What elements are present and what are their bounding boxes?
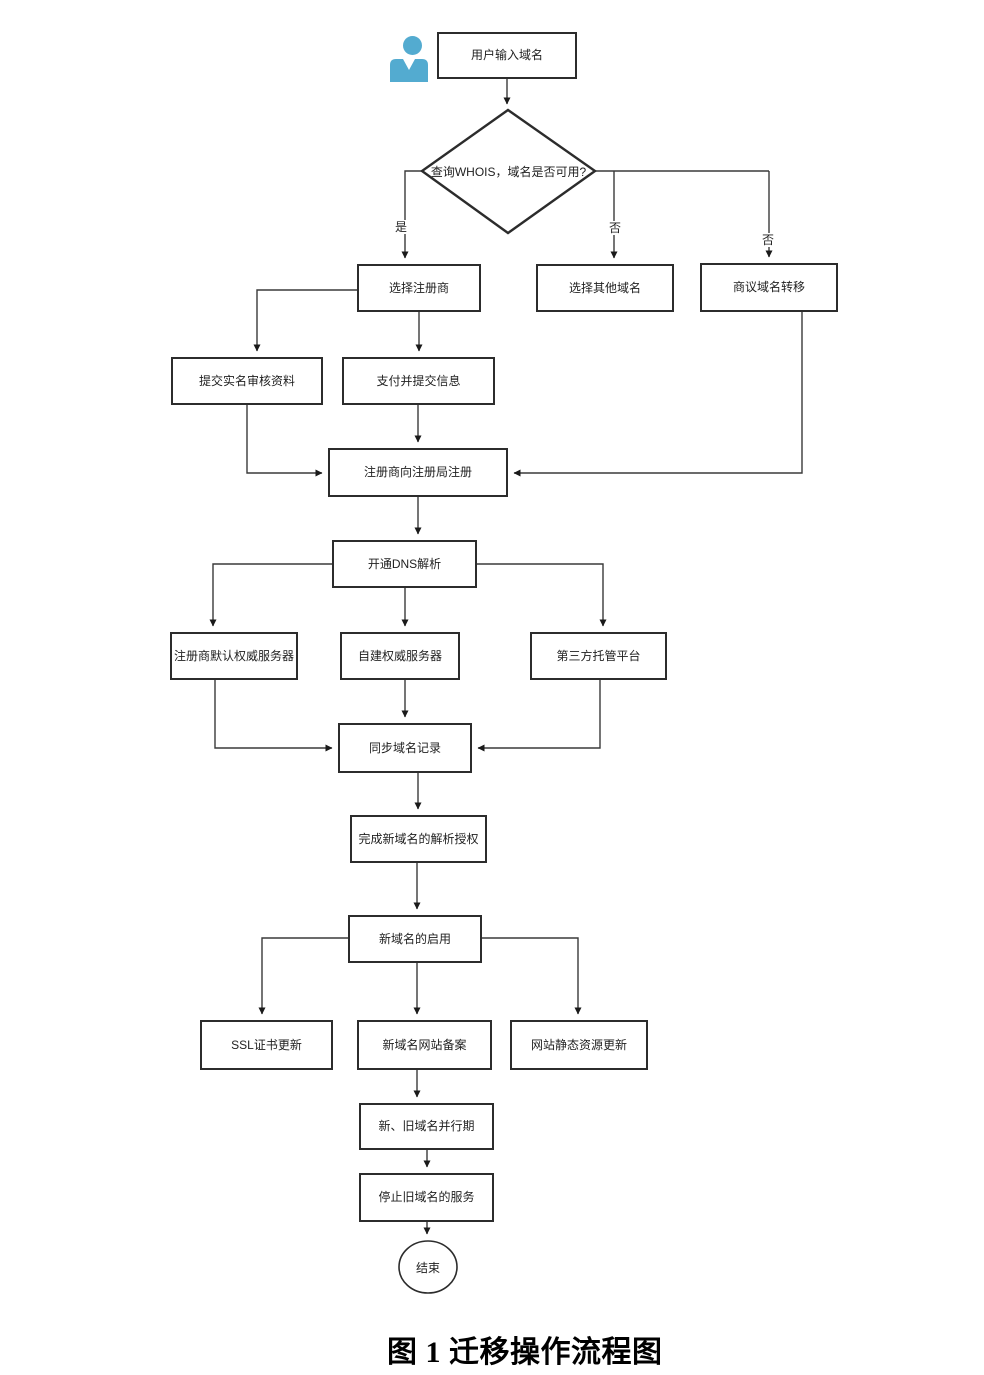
- edge-activate-to-ssl: [258, 937, 348, 1015]
- node-ssl-update: SSL证书更新: [200, 1020, 333, 1070]
- edge-choose-registrar-to-submit-realname: [253, 289, 357, 352]
- node-choose-registrar: 选择注册商: [357, 264, 481, 312]
- user-person-icon: [390, 36, 428, 82]
- edge-registrar-default-to-sync: [214, 680, 333, 752]
- edge-label-no-1: 否: [606, 221, 624, 235]
- edge-third-party-to-sync: [477, 680, 601, 752]
- edge-dns-to-third-party: [477, 563, 607, 627]
- node-parallel-period: 新、旧域名并行期: [359, 1103, 494, 1150]
- edge-decision-to-choose-registrar: [401, 170, 422, 259]
- figure-caption: 图 1 迁移操作流程图: [387, 1336, 663, 1369]
- node-submit-realname: 提交实名审核资料: [171, 357, 323, 405]
- node-static-resource-update: 网站静态资源更新: [510, 1020, 648, 1070]
- node-whois-decision-label: 查询WHOIS，域名是否可用?: [430, 164, 587, 179]
- node-choose-other-domain: 选择其他域名: [536, 264, 674, 312]
- node-self-built-ns: 自建权威服务器: [340, 632, 460, 680]
- node-sync-records: 同步域名记录: [338, 723, 472, 773]
- node-pay-submit: 支付并提交信息: [342, 357, 495, 405]
- end-terminal-shape: [398, 1240, 458, 1294]
- node-user-input: 用户输入域名: [437, 32, 577, 79]
- edge-submit-realname-to-register: [246, 405, 323, 477]
- edge-dns-to-registrar-default: [209, 563, 332, 627]
- node-stop-old-service: 停止旧域名的服务: [359, 1173, 494, 1222]
- node-registrar-default-ns: 注册商默认权威服务器: [170, 632, 298, 680]
- edge-label-no-2: 否: [759, 233, 777, 247]
- node-activate-new-domain: 新域名的启用: [348, 915, 482, 963]
- node-complete-auth: 完成新域名的解析授权: [350, 815, 487, 863]
- node-register-registry: 注册商向注册局注册: [328, 448, 508, 497]
- decision-diamond-shape: [419, 108, 598, 235]
- node-negotiate-transfer: 商议域名转移: [700, 263, 838, 312]
- node-dns-enable: 开通DNS解析: [332, 540, 477, 588]
- edge-negotiate-to-register: [513, 312, 803, 477]
- edge-activate-to-static: [482, 937, 582, 1015]
- node-website-filing: 新域名网站备案: [357, 1020, 492, 1070]
- edge-label-yes: 是: [392, 220, 410, 234]
- node-third-party-platform: 第三方托管平台: [530, 632, 667, 680]
- node-end-label: 结束: [415, 1260, 440, 1275]
